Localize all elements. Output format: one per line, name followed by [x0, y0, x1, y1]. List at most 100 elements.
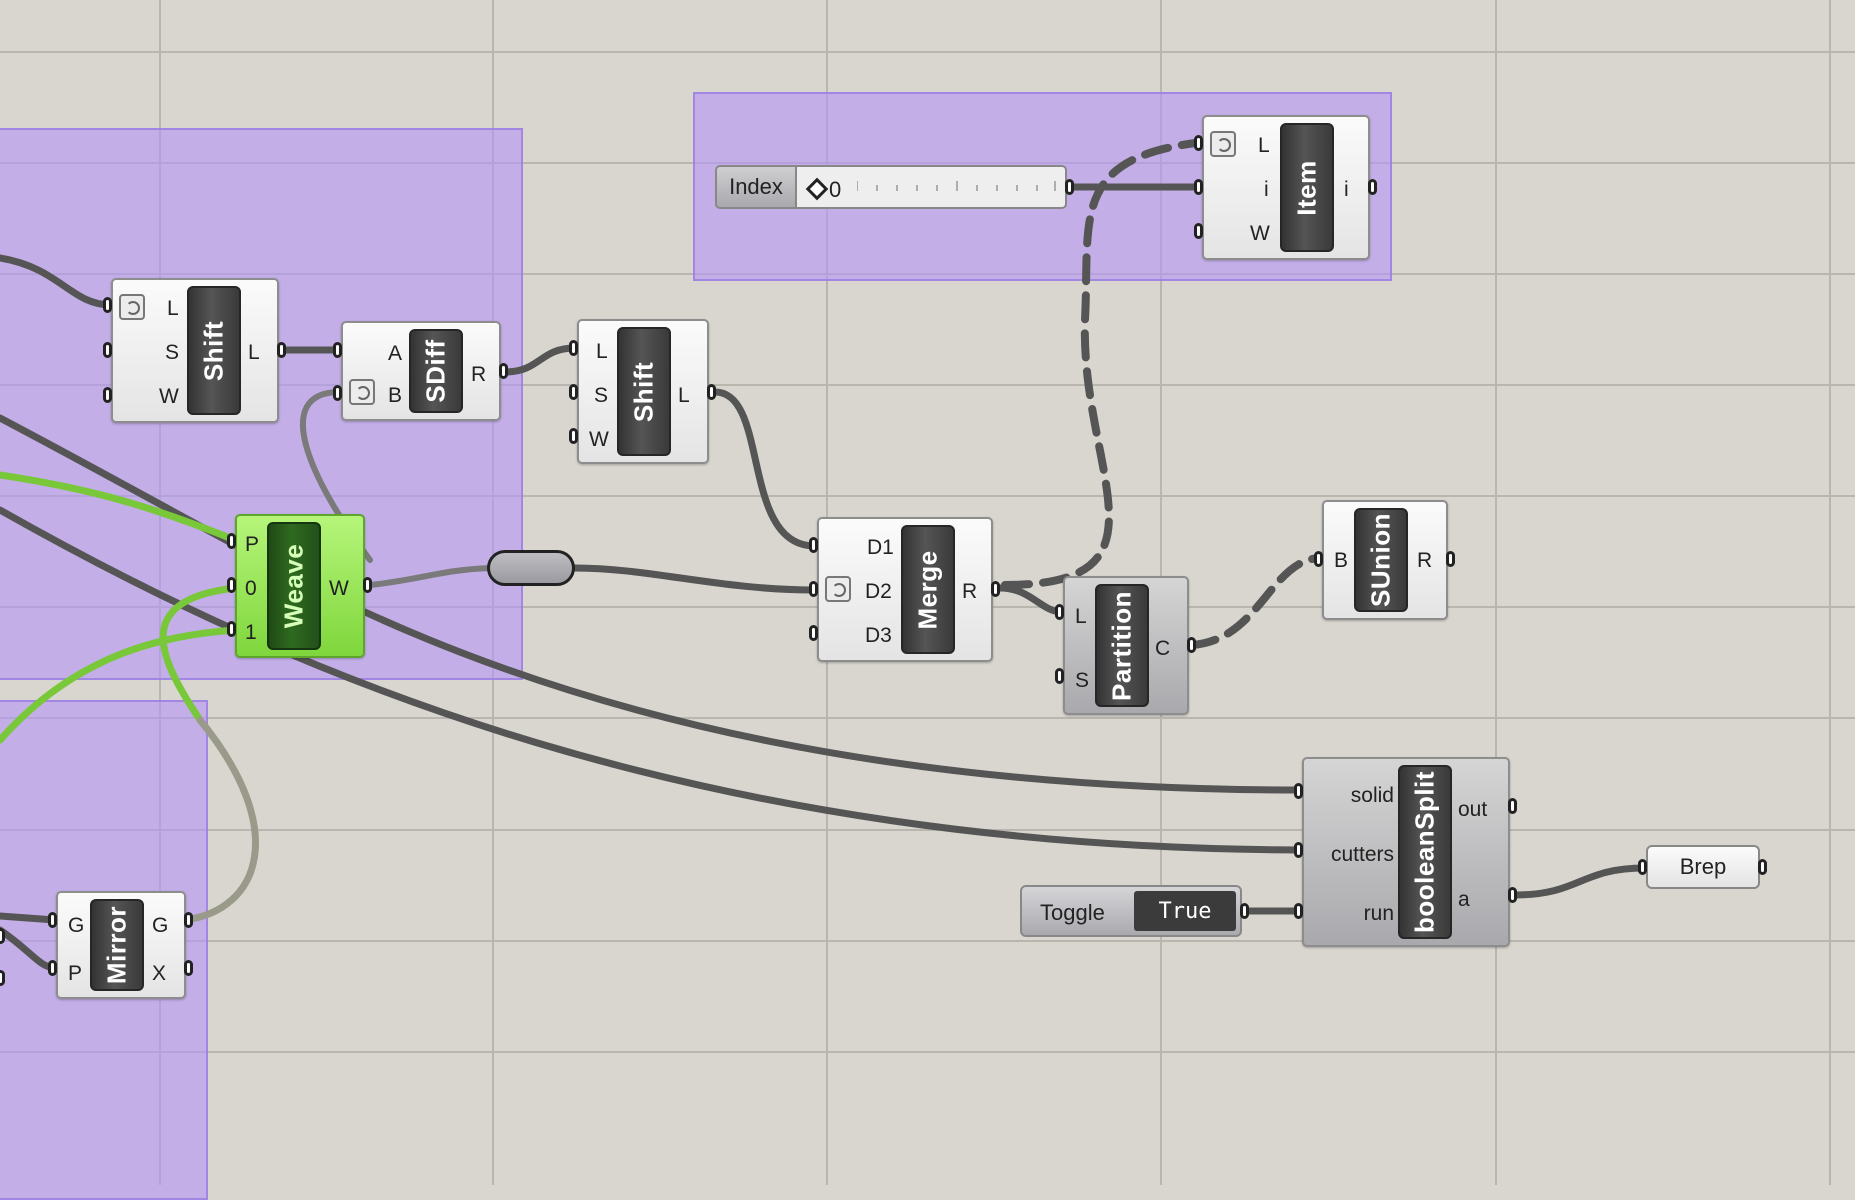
output-label: X	[152, 962, 167, 985]
component-core[interactable]: Weave	[267, 522, 321, 650]
brep-param[interactable]: Brep	[1646, 845, 1760, 889]
slider-ticks	[857, 181, 1056, 191]
merge-node[interactable]: D1 D2 D3 Merge R	[817, 517, 993, 662]
component-label: booleanSplit	[1409, 771, 1440, 933]
wire-in-shift1	[0, 254, 114, 309]
sdiff-output-grip[interactable]	[499, 363, 508, 379]
partition-input-grip[interactable]	[1055, 668, 1064, 684]
component-core[interactable]: Item	[1280, 123, 1334, 252]
wire-left-booleansplit-cutters	[0, 506, 1304, 854]
shift-input-grip[interactable]	[103, 297, 112, 313]
output-label: out	[1458, 798, 1488, 821]
input-label: S	[1075, 669, 1090, 692]
mirror-input-grip[interactable]	[48, 912, 57, 928]
reparameterize-icon	[825, 576, 851, 602]
offscreen-output-grip[interactable]	[0, 970, 5, 986]
component-core[interactable]: Mirror	[90, 899, 144, 991]
component-core[interactable]: SDiff	[409, 329, 463, 413]
merge-input-grip[interactable]	[809, 581, 818, 597]
sdiff-node[interactable]: A B SDiff R	[341, 321, 501, 421]
item-output-grip[interactable]	[1368, 179, 1377, 195]
mirror-output-grip[interactable]	[184, 960, 193, 976]
merge-input-grip[interactable]	[809, 537, 818, 553]
shift-input-grip[interactable]	[103, 387, 112, 403]
relay-node[interactable]	[487, 550, 575, 586]
weave-input-grip[interactable]	[227, 533, 236, 549]
input-label: P	[68, 962, 83, 985]
wire-mirror-out	[181, 716, 259, 924]
booleansplit-input-grip[interactable]	[1294, 842, 1303, 858]
shift-input-grip[interactable]	[569, 384, 578, 400]
input-label: S	[594, 384, 609, 407]
shift-input-grip[interactable]	[103, 342, 112, 358]
mirror-output-grip[interactable]	[184, 912, 193, 928]
weave-output-grip[interactable]	[363, 577, 372, 593]
component-core[interactable]: booleanSplit	[1398, 765, 1452, 939]
wire-booleansplit-brep	[1511, 864, 1649, 899]
mirror-node[interactable]: G P Mirror G X	[56, 891, 186, 999]
partition-output-grip[interactable]	[1187, 637, 1196, 653]
partition-input-grip[interactable]	[1055, 604, 1064, 620]
input-label: L	[1258, 134, 1270, 157]
component-core[interactable]: Partition	[1095, 584, 1149, 707]
booleansplit-input-grip[interactable]	[1294, 903, 1303, 919]
shift-output-grip[interactable]	[707, 384, 716, 400]
booleansplit-output-grip[interactable]	[1508, 798, 1517, 814]
component-core[interactable]: SUnion	[1354, 508, 1408, 612]
brep-input-grip[interactable]	[1638, 859, 1647, 875]
shift-input-grip[interactable]	[569, 340, 578, 356]
booleansplit-node[interactable]: solid cutters run booleanSplit out a	[1302, 757, 1510, 947]
output-label: W	[329, 577, 349, 600]
input-label: L	[596, 340, 608, 363]
slider-output-grip[interactable]	[1065, 179, 1074, 195]
shift-input-grip[interactable]	[569, 428, 578, 444]
item-input-grip[interactable]	[1194, 223, 1203, 239]
merge-output-grip[interactable]	[991, 581, 1000, 597]
shift-node[interactable]: L S W Shift L	[111, 278, 279, 423]
component-core[interactable]: Shift	[187, 286, 241, 415]
input-label: W	[589, 428, 609, 451]
weave-input-grip[interactable]	[227, 577, 236, 593]
brep-output-grip[interactable]	[1758, 859, 1767, 875]
component-label: Shift	[198, 320, 229, 381]
slider-value: 0	[829, 177, 842, 202]
component-core[interactable]: Merge	[901, 525, 955, 654]
weave-input-grip[interactable]	[227, 621, 236, 637]
component-core[interactable]: Shift	[617, 327, 671, 456]
merge-input-grip[interactable]	[809, 625, 818, 641]
offscreen-output-grip[interactable]	[0, 928, 5, 944]
sunion-node[interactable]: B SUnion R	[1322, 500, 1448, 620]
partition-node[interactable]: L S Partition C	[1063, 576, 1189, 715]
sunion-output-grip[interactable]	[1446, 551, 1455, 567]
toggle-output-grip[interactable]	[1240, 903, 1249, 919]
input-label: G	[68, 914, 85, 937]
booleansplit-input-grip[interactable]	[1294, 783, 1303, 799]
shift-output-grip[interactable]	[277, 342, 286, 358]
wire-left-mirror-p	[0, 926, 59, 972]
sunion-input-grip[interactable]	[1314, 551, 1323, 567]
reparameterize-icon	[119, 294, 145, 320]
wire-shift2-merge	[711, 388, 819, 550]
output-label: i	[1344, 178, 1349, 201]
wire-left-mirror	[0, 912, 59, 924]
input-label: D2	[865, 580, 892, 603]
wire-green-weave-b	[0, 626, 239, 744]
weave-node[interactable]: P 0 1 Weave W	[235, 514, 365, 658]
boolean-toggle[interactable]: Toggle True	[1020, 885, 1242, 937]
item-input-grip[interactable]	[1194, 179, 1203, 195]
sdiff-input-grip[interactable]	[333, 342, 342, 358]
wire-merge-partition	[996, 584, 1064, 616]
item-input-grip[interactable]	[1194, 135, 1203, 151]
toggle-value[interactable]: True	[1134, 891, 1236, 931]
input-label: solid	[1350, 784, 1394, 807]
slider-diamond-icon[interactable]	[805, 177, 829, 201]
mirror-input-grip[interactable]	[48, 960, 57, 976]
wire-sdiff-shift2	[501, 344, 579, 376]
slider-track[interactable]: 0	[795, 165, 1067, 209]
wire-dashed-sunion	[1188, 554, 1324, 649]
booleansplit-output-grip[interactable]	[1508, 887, 1517, 903]
shift-node[interactable]: L S W Shift L	[577, 319, 709, 464]
input-label: P	[245, 533, 260, 556]
sdiff-input-grip[interactable]	[333, 385, 342, 401]
item-node[interactable]: L i W Item i	[1202, 115, 1370, 260]
